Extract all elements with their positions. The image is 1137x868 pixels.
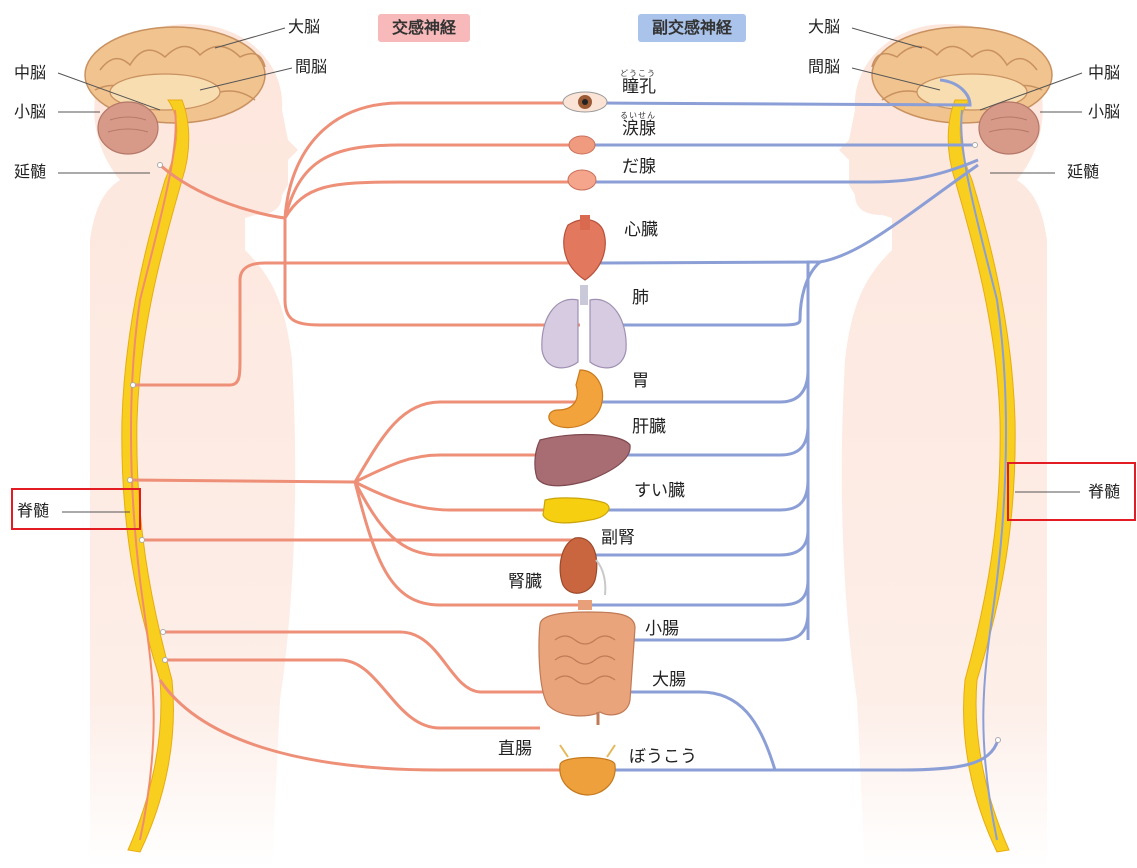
intestine-icon [539,600,635,725]
right-label-midbrain: 中脳 [1088,65,1120,81]
kidney-icon [560,538,605,595]
right-label-medulla: 延髄 [1067,164,1099,180]
right-label-cerebellum: 小脳 [1088,104,1120,120]
bladder-icon [560,745,615,795]
organ-label-lung: 肺 [632,290,649,307]
organ-label-salivary: だ腺 [622,159,656,176]
organ-label-stomach: 胃 [632,373,649,390]
organ-label-heart: 心臓 [624,222,658,239]
parasympathetic-header: 副交感神経 [638,14,746,42]
spinal-cord-highlight-right [1007,462,1136,521]
organ-label-rectum: 直腸 [498,741,532,758]
organ-label-bladder: ぼうこう [629,749,697,766]
spinal-cord-highlight-left [11,488,141,530]
eye-icon [563,92,607,112]
left-label-cerebrum: 大脳 [288,19,320,35]
organ-label-kidney: 腎臓 [508,574,542,591]
organ-label-pupil: 瞳孔 [622,79,656,96]
organ-label-pancreas: すい臓 [634,483,685,500]
organ-label-adrenal: 副腎 [601,530,635,547]
pancreas-icon [543,498,609,523]
lung-icon [542,285,626,368]
right-label-cerebrum: 大脳 [808,19,840,35]
left-label-medulla: 延髄 [14,164,46,180]
salivary-gland-icon [568,170,596,190]
organ-label-large-intestine: 大腸 [652,672,686,689]
organ-label-lacrimal: 涙腺 [622,121,656,138]
stomach-icon [549,370,603,428]
right-label-diencephalon: 間脳 [808,59,840,75]
heart-icon [564,215,606,280]
organ-label-liver: 肝臓 [632,419,666,436]
organ-label-small-intestine: 小腸 [645,621,679,638]
lacrimal-gland-icon [569,136,595,154]
left-label-midbrain: 中脳 [14,65,46,81]
liver-icon [535,435,630,486]
left-label-cerebellum: 小脳 [14,104,46,120]
left-label-diencephalon: 間脳 [295,59,327,75]
sympathetic-header: 交感神経 [378,14,470,42]
